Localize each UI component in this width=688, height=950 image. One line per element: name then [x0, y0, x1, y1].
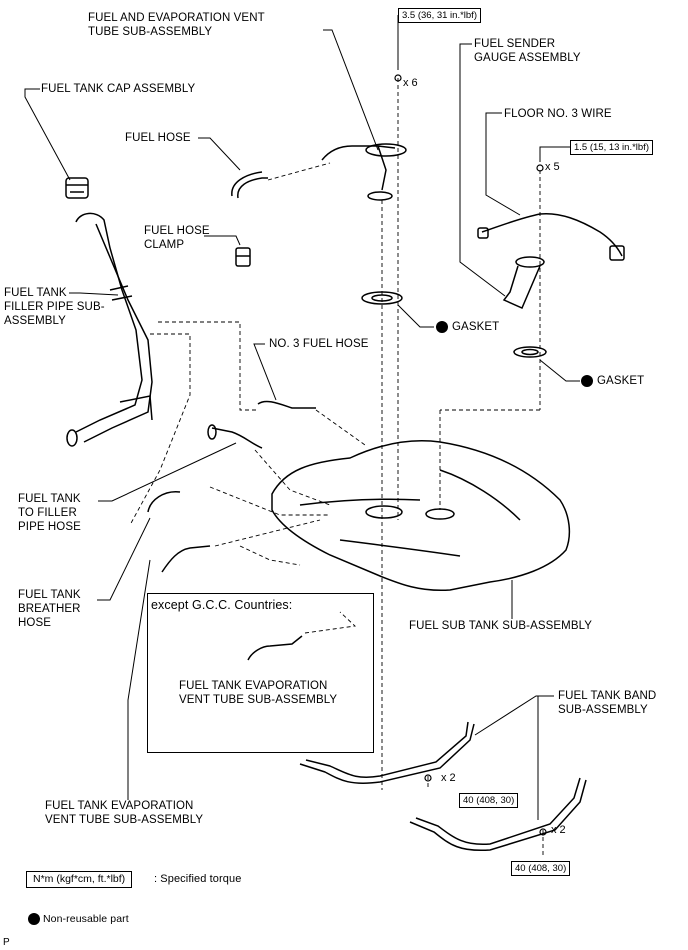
- filler-pipe-drawing: [66, 212, 153, 447]
- floor-wire-drawing: [481, 212, 623, 257]
- label-fuel-hose: FUEL HOSE: [125, 132, 191, 144]
- tank-band-1-drawing: [299, 723, 475, 784]
- evap-vent-tube-drawing: [321, 145, 396, 191]
- inset-tube-drawing: [247, 635, 303, 661]
- leader-fuel-sender: [459, 43, 506, 297]
- leader-evap-vent-tube-main: [127, 559, 151, 800]
- breather-hose-drawing: [147, 491, 181, 513]
- fuel-sender-drawing: [502, 256, 545, 309]
- legend-nonreusable-text: Non-reusable part: [43, 913, 129, 925]
- evap-vent-tube-main-drawing: [161, 545, 211, 573]
- leader-filler-pipe: [69, 292, 119, 296]
- gasket-2-drawing: [513, 346, 547, 358]
- inset-part-label: FUEL TANK EVAPORATION VENT TUBE SUB-ASSE…: [179, 680, 338, 706]
- label-fuel-hose-clamp: FUEL HOSE CLAMP: [144, 225, 210, 251]
- label-fuel-tank-cap: FUEL TANK CAP ASSEMBLY: [41, 83, 196, 95]
- tank-band-2-drawing: [409, 779, 587, 852]
- qty-bolts-1: x 6: [403, 77, 418, 89]
- legend-torque-box: N*m (kgf*cm, ft.*lbf): [26, 871, 133, 888]
- label-gasket-2: GASKET: [597, 375, 645, 387]
- label-tank-band: FUEL TANK BAND SUB-ASSEMBLY: [558, 690, 657, 716]
- label-fuel-evap-vent-tube: FUEL AND EVAPORATION VENT TUBE SUB-ASSEM…: [88, 12, 265, 38]
- leader-lines: [24, 15, 580, 820]
- bolts: [394, 74, 547, 836]
- footer-code: P: [3, 937, 10, 948]
- leader-breather-hose: [97, 517, 151, 601]
- parts: [65, 74, 625, 852]
- filler-pipe-hose-drawing: [211, 427, 263, 449]
- leader-torque-2: [539, 146, 570, 162]
- fuel-tank-cap-drawing: [65, 177, 89, 199]
- label-filler-pipe: FUEL TANK FILLER PIPE SUB- ASSEMBLY: [4, 287, 105, 327]
- inset-title: except G.C.C. Countries:: [151, 598, 293, 612]
- gasket-1-drawing: [361, 291, 403, 305]
- legend-nonreusable-dot: [28, 913, 40, 925]
- leader-floor-wire: [485, 112, 521, 216]
- dashed-lines: [129, 78, 544, 855]
- qty-bolts-2: x 5: [545, 161, 560, 173]
- leader-tank-band-1: [474, 695, 554, 736]
- no3-hose-drawing: [257, 400, 316, 409]
- nonreusable-dot-1: [436, 321, 448, 333]
- fuel-sub-tank-drawing: [271, 440, 571, 592]
- torque-spec-4: 40 (408, 30): [511, 861, 571, 876]
- leader-gasket-1: [397, 304, 434, 328]
- leader-gasket-2: [539, 359, 580, 382]
- nonreusable-dot-2: [581, 375, 593, 387]
- leader-no3-hose: [253, 343, 277, 401]
- leader-fuel-hose-clamp: [204, 235, 241, 246]
- label-gasket-1: GASKET: [452, 321, 500, 333]
- label-floor-wire: FLOOR NO. 3 WIRE: [504, 108, 612, 120]
- qty-bolts-4: x 2: [551, 824, 566, 836]
- fuel-hose-clamp-drawing: [235, 247, 251, 267]
- label-fuel-sender: FUEL SENDER GAUGE ASSEMBLY: [474, 38, 581, 64]
- leader-filler-pipe-hose: [98, 442, 237, 502]
- label-filler-pipe-hose: FUEL TANK TO FILLER PIPE HOSE: [18, 493, 81, 533]
- torque-spec-1: 3.5 (36, 31 in.*lbf): [398, 8, 481, 23]
- leader-fuel-hose: [198, 137, 241, 171]
- fuel-hose-drawing: [231, 171, 268, 199]
- torque-spec-2: 1.5 (15, 13 in.*lbf): [570, 140, 653, 155]
- label-breather-hose: FUEL TANK BREATHER HOSE: [18, 589, 81, 629]
- label-sub-tank: FUEL SUB TANK SUB-ASSEMBLY: [409, 620, 593, 632]
- legend-torque-text: : Specified torque: [154, 873, 242, 885]
- leader-evap-vent-tube: [323, 29, 379, 151]
- qty-bolts-3: x 2: [441, 772, 456, 784]
- inset-except-gcc: except G.C.C. Countries: FUEL TANK EVAPO…: [147, 593, 374, 753]
- label-evap-vent-tube: FUEL TANK EVAPORATION VENT TUBE SUB-ASSE…: [45, 800, 204, 826]
- label-no3-fuel-hose: NO. 3 FUEL HOSE: [269, 338, 369, 350]
- leader-fuel-tank-cap: [24, 88, 71, 181]
- torque-spec-3: 40 (408, 30): [459, 793, 519, 808]
